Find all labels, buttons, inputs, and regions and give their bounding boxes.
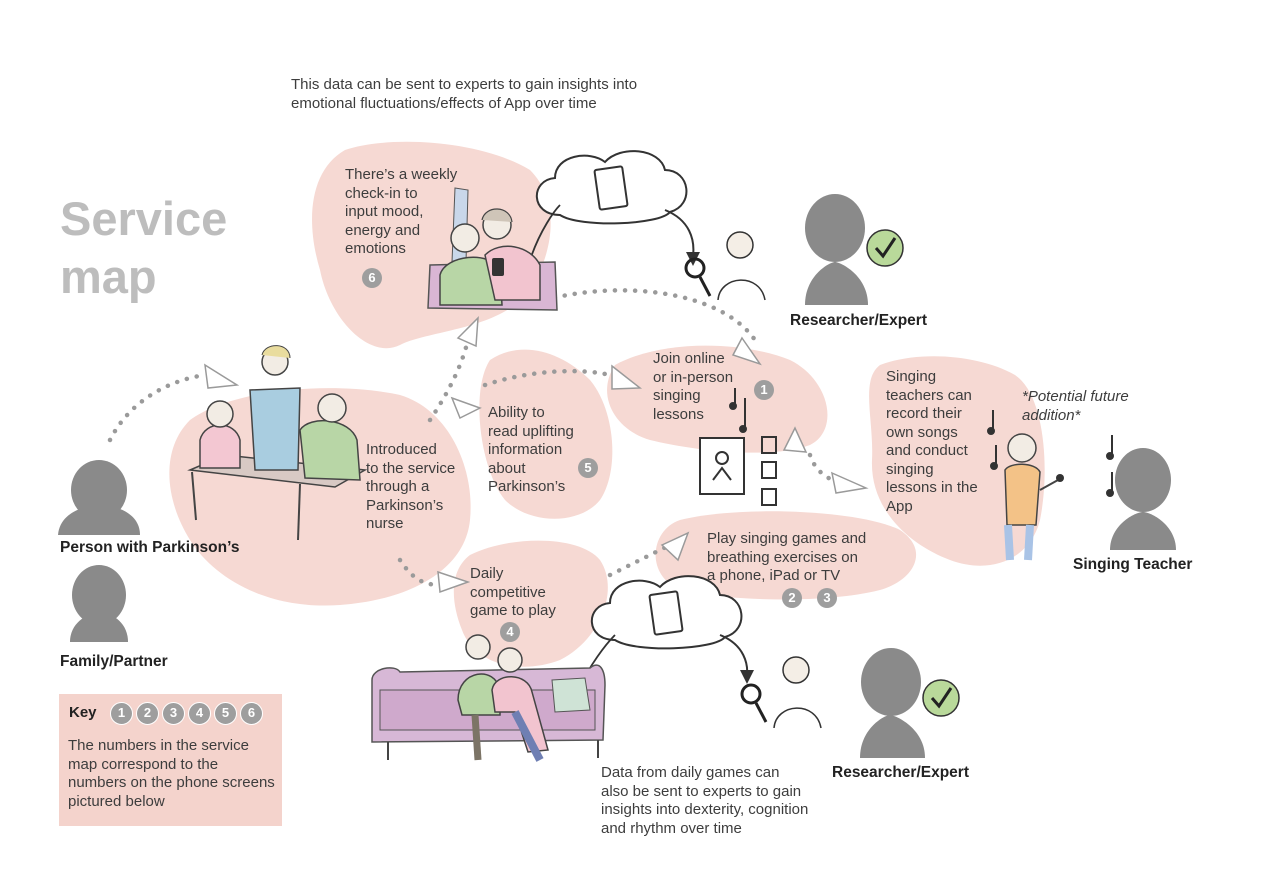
blob-join bbox=[607, 345, 828, 453]
family-label: Family/Partner bbox=[60, 653, 168, 670]
blob-ability bbox=[479, 349, 613, 519]
blob-daily bbox=[453, 540, 608, 667]
family-partner-silhouette bbox=[70, 565, 128, 642]
singing-teacher-silhouette bbox=[1110, 448, 1176, 550]
check-icon bbox=[866, 229, 960, 717]
step-badge-2: 2 bbox=[782, 588, 802, 608]
key-box: Key 1 2 3 4 5 6 The numbers in the servi… bbox=[59, 694, 282, 826]
key-badge-3: 3 bbox=[162, 702, 185, 725]
researcher-label-top: Researcher/Expert bbox=[790, 312, 927, 329]
researcher-label-bottom: Researcher/Expert bbox=[832, 764, 969, 781]
key-badge-6: 6 bbox=[240, 702, 263, 725]
key-description: The numbers in the service map correspon… bbox=[68, 737, 275, 810]
silhouettes bbox=[58, 194, 1176, 758]
background-blobs bbox=[169, 141, 1045, 667]
music-notes-icon bbox=[729, 388, 1114, 497]
singing-teacher-label: Singing Teacher bbox=[1073, 556, 1193, 573]
cloud-phone-icon bbox=[529, 150, 700, 266]
key-title: Key bbox=[69, 704, 97, 721]
data-top-text: This data can be sent to experts to gain… bbox=[291, 76, 638, 112]
singing-teachers-text: Singing teachers can record their own so… bbox=[886, 368, 978, 515]
nurse-table-illustration bbox=[187, 345, 368, 541]
blob-teacher bbox=[869, 356, 1045, 566]
daily-game-text: Daily competitive game to play bbox=[470, 565, 556, 619]
person-with-parkinsons-silhouette bbox=[58, 460, 140, 535]
step-badge-1: 1 bbox=[754, 380, 774, 400]
play-games-text: Play singing games and breathing exercis… bbox=[707, 530, 867, 584]
key-badge-1: 1 bbox=[110, 702, 133, 725]
weekly-checkin-text: There’s a weekly check-in to input mood,… bbox=[345, 166, 458, 257]
blob-introduced bbox=[169, 388, 471, 606]
ability-text: Ability to read uplifting information ab… bbox=[488, 404, 574, 495]
blob-play bbox=[655, 511, 917, 600]
flow-arrowheads bbox=[204, 316, 869, 594]
researcher-silhouette-bottom bbox=[860, 648, 925, 758]
step-badge-4: 4 bbox=[500, 622, 520, 642]
researcher-silhouette-top bbox=[805, 194, 868, 305]
page-title: Service map bbox=[60, 192, 228, 303]
small-expert-drawing bbox=[717, 231, 822, 729]
join-lessons-text: Join online or in-person singing lessons bbox=[653, 350, 734, 423]
key-badge-2: 2 bbox=[136, 702, 159, 725]
video-call-icon bbox=[699, 436, 777, 506]
introduced-text: Introduced to the service through a Park… bbox=[366, 441, 456, 532]
data-bottom-text: Data from daily games can also be sent t… bbox=[601, 764, 809, 837]
potential-addition-text: *Potential future addition* bbox=[1022, 388, 1129, 424]
couple-checkin-illustration bbox=[427, 187, 558, 311]
couple-sofa-illustration bbox=[371, 634, 606, 762]
step-badge-6: 6 bbox=[362, 268, 382, 288]
key-badge-5: 5 bbox=[214, 702, 237, 725]
step-badge-5: 5 bbox=[578, 458, 598, 478]
magnifier-icon bbox=[684, 257, 768, 723]
cloud-phone-icon-bottom bbox=[577, 575, 754, 691]
key-badges: 1 2 3 4 5 6 bbox=[110, 702, 263, 725]
step-badge-3: 3 bbox=[817, 588, 837, 608]
person-label: Person with Parkinson’s bbox=[60, 539, 240, 556]
singing-teacher-illustration bbox=[1004, 433, 1064, 561]
key-badge-4: 4 bbox=[188, 702, 211, 725]
